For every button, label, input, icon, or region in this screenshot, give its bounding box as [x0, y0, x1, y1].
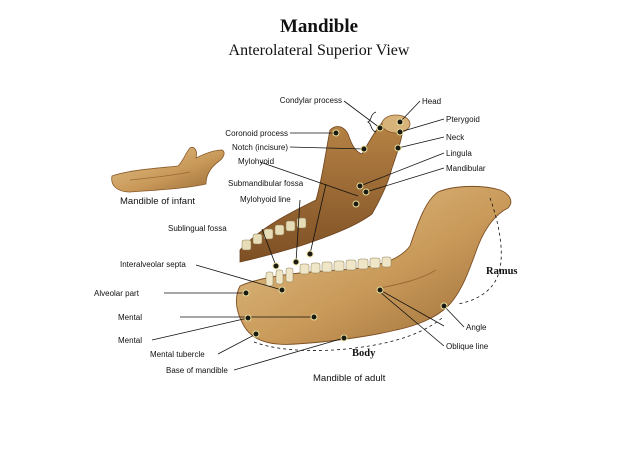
label-sublingual-fossa: Sublingual fossa	[168, 224, 227, 233]
label-alveolar-part: Alveolar part	[94, 289, 140, 298]
infant-mandible	[111, 147, 225, 193]
label-neck: Neck	[446, 133, 465, 142]
label-mandibular: Mandibular	[446, 164, 486, 173]
landmark-dots	[242, 118, 448, 342]
label-mylohyoid-line: Mylohyoid line	[240, 195, 291, 204]
label-base-of-mandible: Base of mandible	[166, 366, 228, 375]
label-head: Head	[422, 97, 441, 106]
label-body: Body	[352, 348, 376, 359]
label-notch: Notch (incisure)	[232, 143, 288, 152]
label-oblique-line: Oblique line	[446, 342, 489, 351]
caption-infant: Mandible of infant	[120, 196, 195, 207]
label-submandibular-fossa: Submandibular fossa	[228, 179, 304, 188]
condylar-bracket	[367, 111, 377, 133]
label-pterygoid: Pterygoid	[446, 115, 480, 124]
label-mental-1: Mental	[118, 313, 142, 322]
diagram-title: Mandible	[279, 16, 359, 37]
label-coronoid-process: Coronoid process	[225, 129, 288, 138]
label-condylar-process: Condylar process	[280, 96, 342, 105]
ramus-bracket	[457, 197, 502, 305]
label-angle: Angle	[466, 323, 487, 332]
label-ramus: Ramus	[486, 266, 518, 277]
caption-adult: Mandible of adult	[313, 373, 386, 384]
label-mental-2: Mental	[118, 336, 142, 345]
label-lingula: Lingula	[446, 149, 472, 158]
body-bracket	[253, 317, 443, 351]
label-mental-tubercle: Mental tubercle	[150, 350, 205, 359]
label-interalveolar-septa: Interalveolar septa	[120, 260, 186, 269]
label-mylohyoid: Mylohyoid	[238, 157, 274, 166]
diagram-subtitle: Anterolateral Superior View	[228, 42, 410, 59]
